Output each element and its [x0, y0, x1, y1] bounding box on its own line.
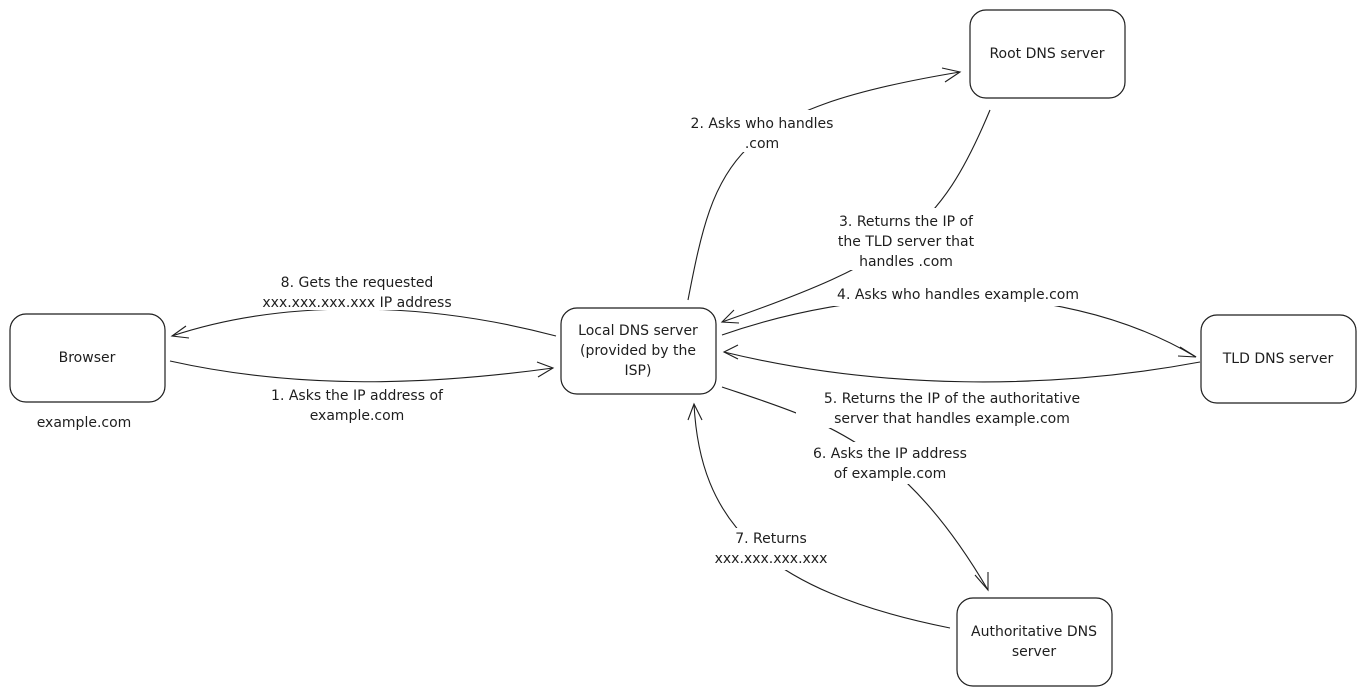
step7-line1: 7. Returns: [735, 531, 807, 547]
edge-label-step1: 1. Asks the IP address of example.com: [252, 384, 462, 424]
auth-dns-label-line1: Authoritative DNS: [971, 624, 1097, 640]
step2-line1: 2. Asks who handles: [691, 116, 834, 132]
node-local-dns: Local DNS server (provided by the ISP): [560, 307, 717, 395]
step3-line3: handles .com: [859, 254, 953, 270]
step4-line1: 4. Asks who handles example.com: [837, 287, 1079, 303]
edge-label-step5: 5. Returns the IP of the authoritative s…: [796, 386, 1110, 428]
root-dns-label: Root DNS server: [989, 46, 1104, 62]
edge-step8: [170, 308, 557, 339]
local-dns-label-line1: Local DNS server: [578, 323, 698, 339]
auth-dns-label-line2: server: [1012, 644, 1057, 660]
step7-line2: xxx.xxx.xxx.xxx: [715, 551, 828, 567]
step3-line2: the TLD server that: [838, 234, 975, 250]
edge-label-step2: 2. Asks who handles .com: [680, 110, 846, 152]
step8-line1: 8. Gets the requested: [281, 275, 434, 291]
edge-label-step6: 6. Asks the IP address of example.com: [796, 442, 988, 484]
edge-step5: [722, 344, 1201, 383]
browser-caption: example.com: [37, 415, 132, 431]
step1-line2: example.com: [310, 408, 405, 424]
node-authoritative-dns: Authoritative DNS server: [956, 597, 1113, 687]
step5-line1: 5. Returns the IP of the authoritative: [824, 391, 1080, 407]
edge-label-step8: 8. Gets the requested xxx.xxx.xxx.xxx IP…: [244, 270, 470, 311]
edge-label-step3: 3. Returns the IP of the TLD server that…: [818, 208, 994, 270]
edge-label-step4: 4. Asks who handles example.com: [826, 284, 1090, 306]
tld-dns-label: TLD DNS server: [1222, 351, 1334, 367]
local-dns-label-line2: (provided by the: [580, 343, 696, 359]
step2-line2: .com: [745, 136, 779, 152]
step5-line2: server that handles example.com: [834, 411, 1070, 427]
step6-line1: 6. Asks the IP address: [813, 446, 967, 462]
local-dns-label-line3: ISP): [625, 363, 652, 379]
step3-line1: 3. Returns the IP of: [839, 214, 974, 230]
step1-line1: 1. Asks the IP address of: [271, 388, 444, 404]
browser-label: Browser: [59, 350, 116, 366]
node-root-dns: Root DNS server: [969, 9, 1126, 99]
edge-step1: [169, 360, 555, 383]
edge-label-step7: 7. Returns xxx.xxx.xxx.xxx: [704, 528, 838, 570]
step8-line2: xxx.xxx.xxx.xxx IP address: [262, 295, 451, 311]
node-browser: Browser: [9, 313, 166, 403]
edge-step7: [687, 402, 951, 629]
step6-line2: of example.com: [834, 466, 947, 482]
node-tld-dns: TLD DNS server: [1200, 314, 1357, 404]
